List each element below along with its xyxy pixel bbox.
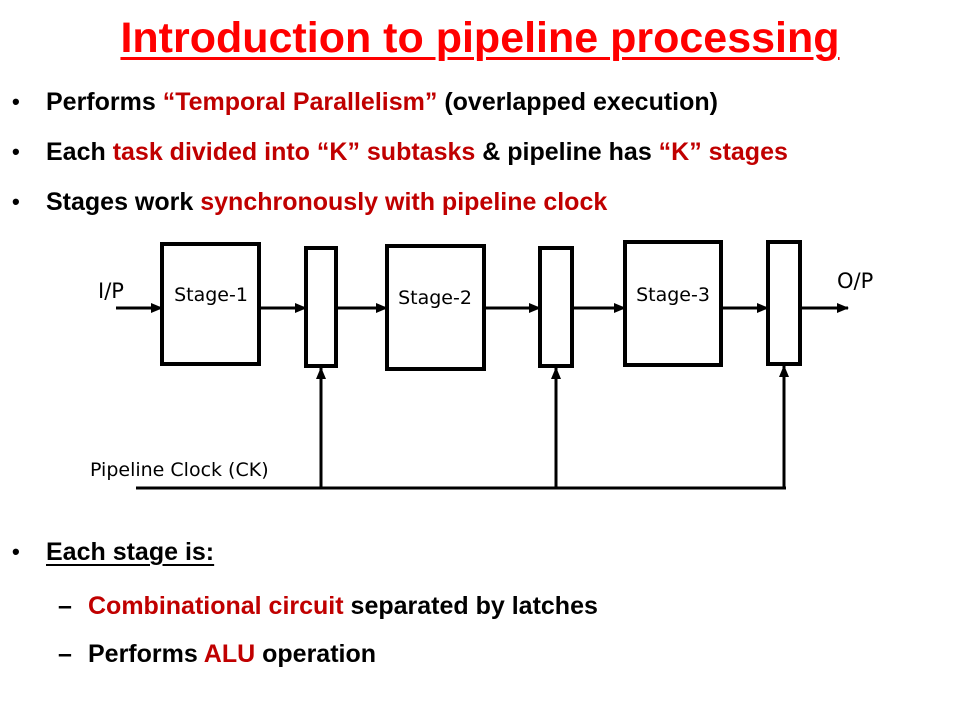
input-label: I/P bbox=[98, 279, 124, 303]
bullet-k-stages: • Each task divided into “K” subtasks & … bbox=[10, 132, 788, 182]
sub-text-part: separated by latches bbox=[343, 592, 598, 620]
bullet-text-part: “K” stages bbox=[658, 138, 788, 166]
bullet-synchronous: • Stages work synchronously with pipelin… bbox=[10, 182, 788, 232]
bullet-icon: • bbox=[12, 89, 20, 114]
stage-3-label: Stage-3 bbox=[636, 284, 710, 306]
bullet-icon: • bbox=[12, 139, 20, 164]
bullet-text-part: Each bbox=[46, 138, 113, 166]
stage-3: Stage-3 bbox=[623, 240, 723, 367]
clock-label: Pipeline Clock (CK) bbox=[90, 459, 269, 481]
bullet-text-part: (overlapped execution) bbox=[437, 88, 718, 116]
bullet-each-stage: • Each stage is: bbox=[10, 532, 598, 582]
pipeline-diagram: I/P Stage-1 Stage-2 Stage-3 O/P Pipeline… bbox=[90, 240, 873, 490]
output-label: O/P bbox=[837, 269, 873, 293]
sub-text-part: Performs bbox=[88, 640, 204, 668]
bullet-text-part: synchronously with pipeline clock bbox=[200, 188, 608, 216]
dash-icon: – bbox=[58, 592, 72, 620]
bullet-text-part: task divided into “K” subtasks bbox=[112, 138, 476, 166]
sub-text-part: ALU bbox=[203, 640, 256, 668]
stage-1-label: Stage-1 bbox=[174, 284, 248, 306]
stage-2-label: Stage-2 bbox=[398, 287, 472, 309]
sub-item-alu: – Performs ALU operation bbox=[10, 630, 598, 678]
stage-description: • Each stage is: – Combinational circuit… bbox=[10, 532, 598, 678]
latch-3 bbox=[766, 240, 802, 366]
sub-text-part: Combinational circuit bbox=[88, 592, 344, 620]
bullet-text-part: & pipeline has bbox=[475, 138, 659, 166]
dash-icon: – bbox=[58, 640, 72, 668]
bullet-text-part: “Temporal Parallelism” bbox=[162, 88, 438, 116]
bullet-icon: • bbox=[12, 189, 20, 214]
sub-item-combinational: – Combinational circuit separated by lat… bbox=[10, 582, 598, 630]
stage-1: Stage-1 bbox=[160, 242, 261, 366]
sub-text-part: operation bbox=[255, 640, 377, 668]
bullet-icon: • bbox=[12, 539, 20, 564]
bullet-temporal-parallelism: • Performs “Temporal Parallelism” (overl… bbox=[10, 82, 788, 132]
slide-title: Introduction to pipeline processing bbox=[120, 14, 840, 62]
latch-1 bbox=[304, 246, 338, 368]
stage-heading: Each stage is: bbox=[46, 538, 215, 566]
bullet-text-part: Performs bbox=[46, 88, 163, 116]
bullet-text-part: Stages work bbox=[46, 188, 201, 216]
stage-2: Stage-2 bbox=[385, 244, 486, 371]
bullet-list: • Performs “Temporal Parallelism” (overl… bbox=[10, 82, 788, 232]
latch-2 bbox=[538, 246, 574, 368]
